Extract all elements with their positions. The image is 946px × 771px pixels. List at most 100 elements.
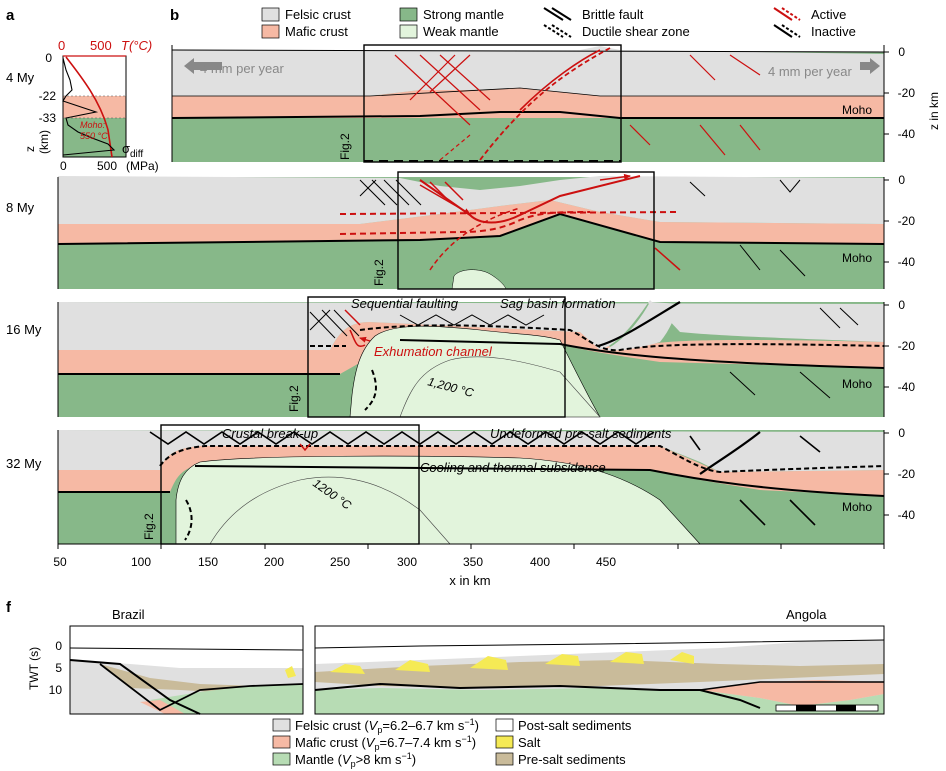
x-tick-150: 150 [198,555,218,569]
f-legend-salt: Salt [518,735,541,750]
f-twt-5: 5 [55,661,62,675]
brittle-fault-icon [543,7,572,21]
e-isotherm [209,476,451,545]
f-angola-basement [314,682,761,709]
e-z-ticks [884,432,889,516]
a-moho-label: Moho: [80,120,106,130]
ductile-shear-icon [543,24,572,38]
a-s-tick-0: 0 [60,159,67,173]
d-mafic [58,322,884,374]
f-legend-post: Post-salt sediments [518,718,632,733]
a-t-tick-500: 500 [90,38,112,53]
d-z-40: -40 [898,380,916,394]
legend-weak: Weak mantle [423,24,499,39]
f-angola-frame [314,625,885,715]
panel-b: 4 My Fig.2 4 mm per year 4 mm per year [6,44,941,163]
d-shear-zone [310,324,885,352]
a-t-label: T(°C) [121,38,152,53]
b-active-faults [394,47,761,161]
a-moho-temp: 550 °C [80,131,108,141]
d-felsic [58,300,884,350]
f-brazil-salt [285,666,296,678]
f-brazil-fault-a [69,659,201,715]
d-weak-mantle [349,325,601,418]
f-angola-section [314,625,885,715]
a-km-label: (km) [37,130,51,154]
panel-e: 32 My e Fig.2 Crustal break-up Undeforme… [6,424,916,545]
f-legend-felsic-swatch [272,718,291,732]
x-tick-200: 200 [264,555,284,569]
panel-a: a 0 500 T(°C) 0 -22 -33 z (km) Moho: 550… [6,7,159,173]
x-tick-350: 350 [463,555,483,569]
e-active-fault [299,443,311,452]
a-z-label: z [23,146,37,152]
e-z-40: -40 [898,508,916,522]
x-tick-450: 450 [596,555,616,569]
b-z-0: 0 [898,45,905,59]
f-legend: Felsic crust (Vp=6.2–6.7 km s−1) Mafic c… [272,717,632,769]
d-sag: Sag basin formation [500,296,616,311]
f-legend-post-swatch [495,718,514,732]
e-inactive-faults [149,431,821,526]
legend-ductile: Ductile shear zone [582,24,690,39]
x-tick-marks [57,544,885,549]
c-active-faults [339,173,681,271]
e-z-0: 0 [898,426,905,440]
f-brazil-seafloor [69,647,304,651]
e-fig2-label: Fig.2 [142,513,156,540]
legend-active: Active [811,7,846,22]
f-angola: Angola [786,607,827,622]
c-mafic [58,200,884,244]
e-weak-mantle [175,455,701,545]
left-velocity-arrow-icon [184,58,222,74]
d-border-fault [597,301,681,348]
d-moho-label: Moho [842,377,872,391]
f-brazil-fault-b [99,663,304,712]
d-exhumation: Exhumation channel [374,344,493,359]
a-mafic-layer [63,96,126,118]
d-z-0: 0 [898,298,905,312]
c-felsic [58,176,884,224]
d-z-20: -20 [898,339,916,353]
b-z-axis-label: z in km [927,92,941,130]
f-brazil: Brazil [112,607,145,622]
f-legend-mafic: Mafic crust (Vp=6.7–7.4 km s−1) [295,734,476,752]
a-depth-33: -33 [39,111,57,125]
b-felsic [172,46,884,96]
c-moho-label: Moho [842,251,872,265]
legend-inactive: Inactive [811,24,856,39]
f-legend-pre-swatch [495,752,514,766]
f-angola-mafic [700,680,884,706]
e-border-fault [699,431,761,475]
c-z-0: 0 [898,173,905,187]
c-moho-line [57,212,885,245]
f-brazil-mantle [150,684,303,714]
e-breakup: Crustal break-up [222,426,318,441]
d-active-faults [344,309,366,347]
c-fig2-box [397,171,655,290]
a-sigma: σ [122,141,130,156]
x-tick-300: 300 [397,555,417,569]
e-undeformed: Undeformed pre-salt sediments [490,426,672,441]
a-depth-22: -22 [39,89,57,103]
f-twt-label: TWT (s) [27,647,41,690]
x-tick-100: 100 [131,555,151,569]
b-velocity-right: 4 mm per year [768,64,852,79]
d-fig2-label: Fig.2 [287,385,301,412]
legend-mafic: Mafic crust [285,24,348,39]
e-moho-label: Moho [842,500,872,514]
c-weak-mantle [451,269,507,290]
f-legend-pre: Pre-salt sediments [518,752,626,767]
x-tick-250: 250 [330,555,350,569]
a-t-tick-0: 0 [58,38,65,53]
time-32my: 32 My [6,456,42,471]
e-shear-zone [159,445,885,474]
inactive-fault-icon [773,24,801,38]
legend-felsic-swatch [261,7,280,22]
a-mantle-layer [63,118,126,157]
time-4my: 4 My [6,70,35,85]
d-lower-shear [364,369,377,411]
legend: b Felsic crust Mafic crust Strong mantle… [170,7,856,39]
scale-bar [775,704,879,712]
